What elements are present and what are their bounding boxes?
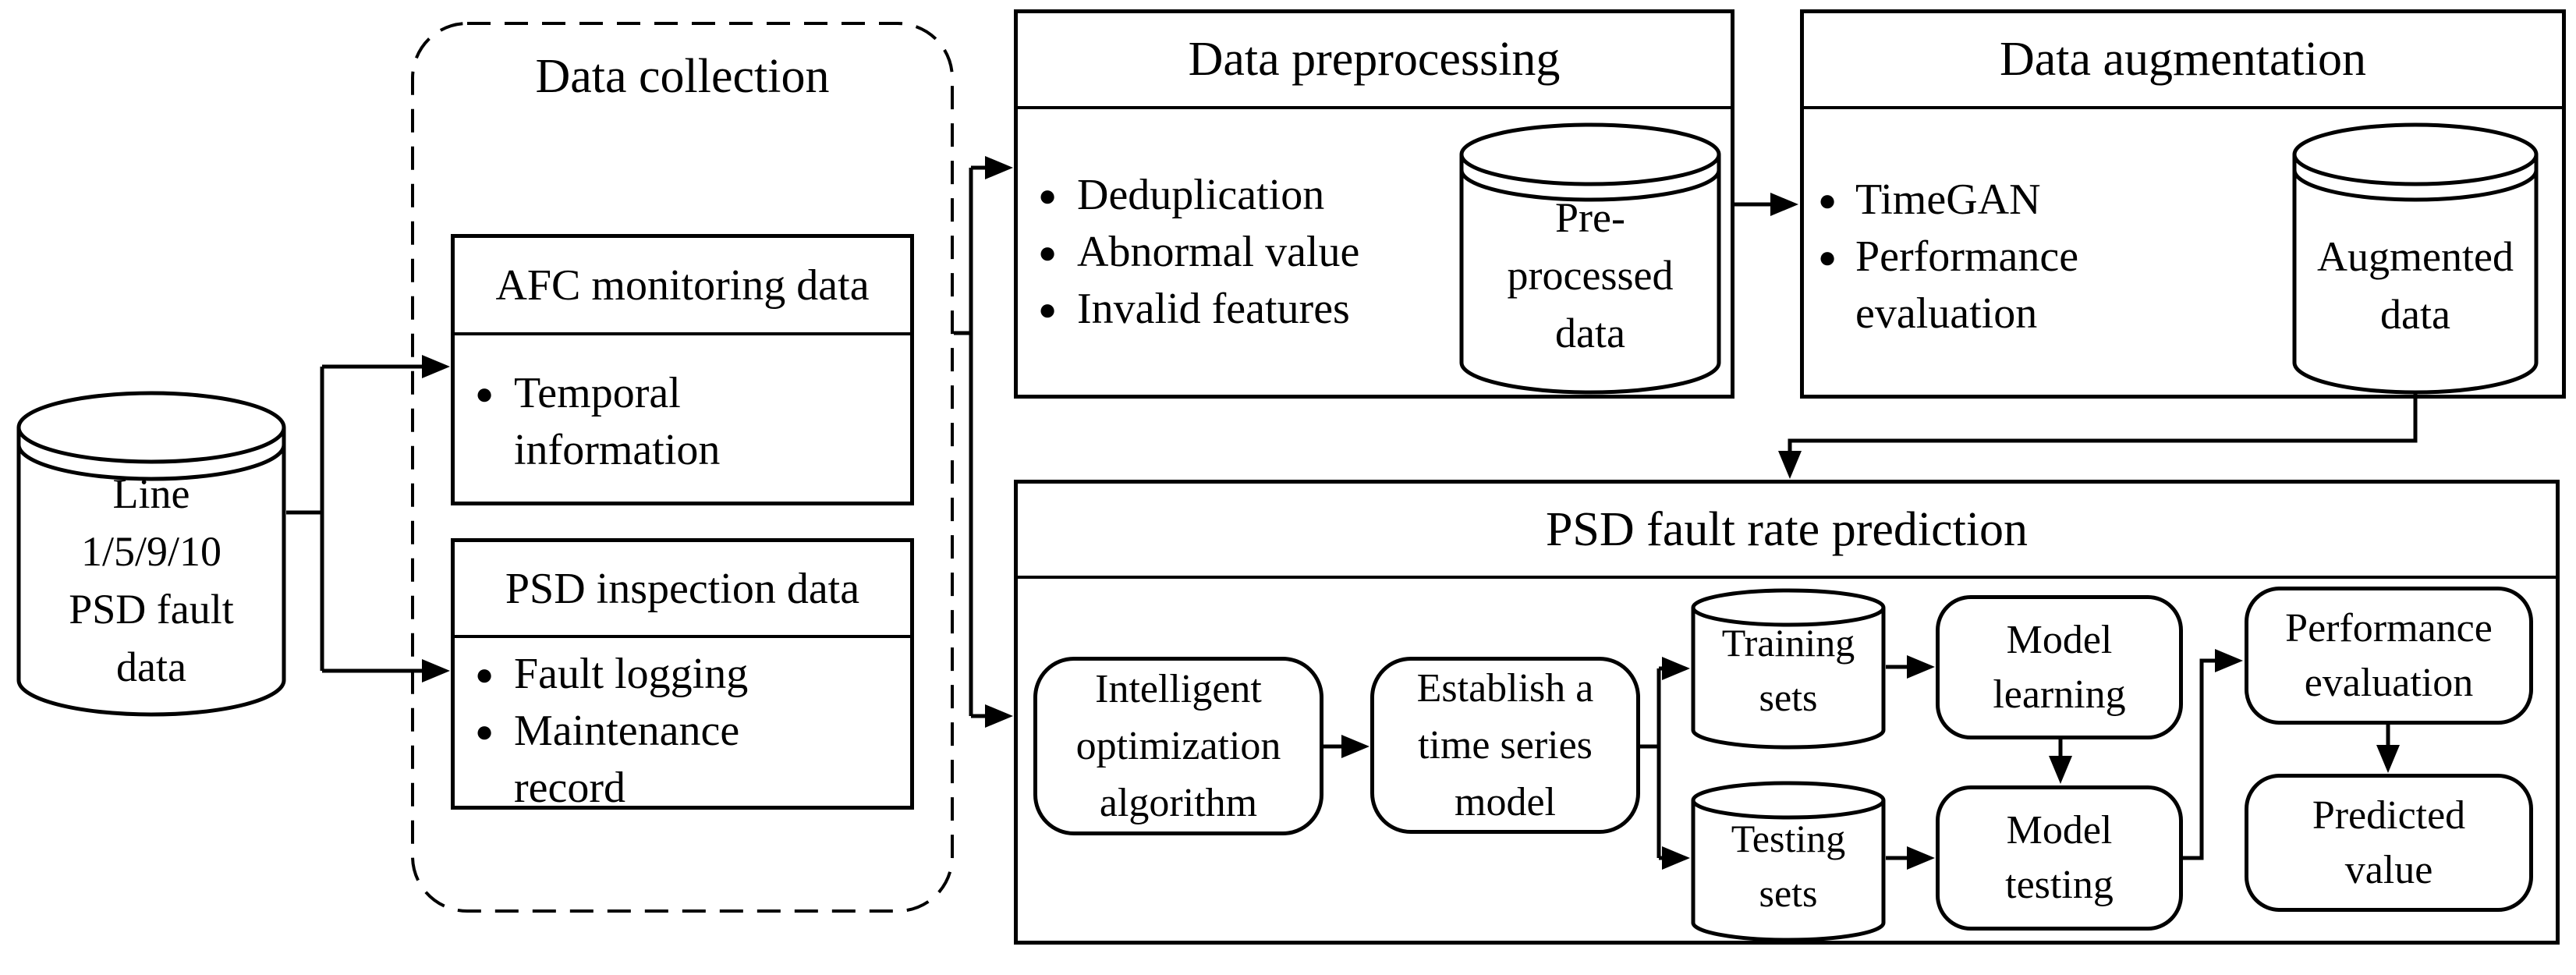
- testing-sets-label: Testing sets: [1731, 817, 1846, 915]
- list-item: ● Performance evaluation: [1804, 229, 2562, 342]
- augmentation-item-label: TimeGAN: [1855, 176, 2041, 224]
- list-item: ● Maintenance record: [455, 703, 910, 817]
- predicted-value-node: Predicted value: [2245, 774, 2533, 912]
- psd-inspection-box: PSD inspection data ● Fault logging ● Ma…: [451, 538, 914, 812]
- source-cylinder-label: Line 1/5/9/10 PSD fault data: [69, 470, 234, 690]
- bullet-icon: ●: [475, 376, 494, 411]
- list-item: ● Deduplication: [1018, 167, 1731, 224]
- bullet-icon: ●: [475, 657, 494, 692]
- data-augmentation-title: Data augmentation: [1804, 13, 2562, 109]
- afc-monitoring-header: AFC monitoring data: [455, 238, 910, 335]
- data-collection-title: Data collection: [535, 49, 830, 103]
- model-testing-node: Model testing: [1936, 785, 2183, 931]
- bullet-icon: ●: [1818, 239, 1837, 275]
- testing-sets-cylinder-icon: [1691, 781, 1886, 942]
- afc-monitoring-box: AFC monitoring data ● Temporal informati…: [451, 234, 914, 505]
- list-item: ● Temporal information: [455, 365, 910, 479]
- psd-inspection-header: PSD inspection data: [455, 542, 910, 638]
- arrow-testing-to-performance: [2182, 649, 2243, 860]
- preprocessing-item-label: Abnormal value: [1077, 228, 1360, 276]
- list-item: ● Invalid features: [1018, 281, 1731, 338]
- training-sets-cylinder-icon: [1691, 588, 1886, 750]
- preprocessing-item-label: Deduplication: [1077, 171, 1325, 219]
- psd-prediction-title: PSD fault rate prediction: [1018, 484, 2556, 579]
- data-collection-outline: [411, 22, 954, 913]
- bullet-icon: ●: [475, 714, 494, 749]
- augmented-data-cylinder-icon: [2292, 122, 2539, 395]
- psd-prediction-panel: PSD fault rate prediction: [1014, 480, 2560, 945]
- data-preprocessing-panel: Data preprocessing ● Deduplication ● Abn…: [1014, 9, 1734, 399]
- source-database-cylinder-icon: [16, 391, 286, 717]
- arrow-augmented-to-prediction: [1778, 392, 2418, 479]
- intelligent-optimization-node: Intelligent optimization algorithm: [1033, 657, 1323, 835]
- list-item: ● Fault logging: [455, 646, 910, 703]
- preprocessing-item-label: Invalid features: [1077, 285, 1350, 333]
- data-augmentation-panel: Data augmentation ● TimeGAN ● Performanc…: [1800, 9, 2566, 399]
- inspection-item-label: Fault logging: [514, 650, 749, 698]
- afc-item-label: Temporal information: [514, 369, 721, 474]
- training-sets-label: Training sets: [1721, 621, 1855, 719]
- augmentation-item-label: Performance evaluation: [1855, 232, 2079, 338]
- bullet-icon: ●: [1038, 178, 1058, 213]
- bullet-icon: ●: [1038, 235, 1058, 270]
- model-learning-node: Model learning: [1936, 595, 2183, 739]
- performance-evaluation-node: Performance evaluation: [2245, 587, 2533, 725]
- bullet-icon: ●: [1818, 183, 1837, 218]
- augmented-cylinder-label: Augmented data: [2317, 233, 2514, 338]
- list-item: ● TimeGAN: [1804, 172, 2562, 229]
- data-preprocessing-title: Data preprocessing: [1018, 13, 1731, 109]
- bullet-icon: ●: [1038, 292, 1058, 327]
- list-item: ● Abnormal value: [1018, 224, 1731, 281]
- preprocessed-data-cylinder-icon: [1459, 122, 1721, 395]
- preprocessed-cylinder-label: Pre- processed data: [1507, 194, 1674, 356]
- inspection-item-label: Maintenance record: [514, 707, 740, 812]
- connector-arrows: [286, 156, 2418, 870]
- establish-time-series-node: Establish a time series model: [1370, 657, 1640, 834]
